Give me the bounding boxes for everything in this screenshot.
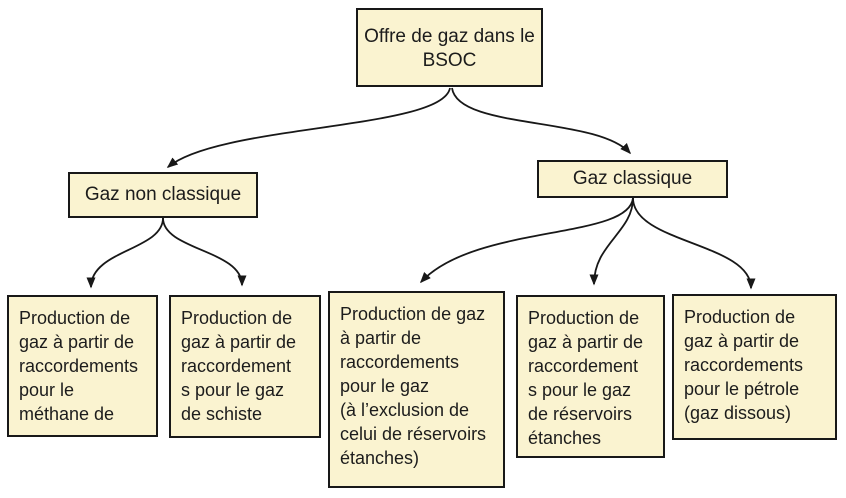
node-gaz-hors-reservoirs-etanches: Production de gaz à partir de raccordeme… [328,291,505,488]
arrow-gaz-classique-to-leaf5 [632,197,756,290]
arrow-gaz-classique-to-leaf4 [589,197,634,286]
arrow-root-to-gaz-classique [451,87,632,155]
node-gaz-non-classique: Gaz non classique [68,172,258,218]
arrow-gaz-non-classique-to-leaf1 [86,217,164,289]
node-gaz-reservoirs-etanches: Production de gaz à partir de raccordeme… [516,295,665,458]
node-offre-de-gaz-bsoc: Offre de gaz dans le BSOC [356,8,543,87]
arrow-gaz-classique-to-leaf3 [419,197,634,284]
node-petrole-gaz-dissous: Production de gaz à partir de raccordeme… [672,294,837,440]
node-gaz-classique: Gaz classique [537,160,728,198]
arrow-root-to-gaz-non-classique [166,87,451,168]
arrow-gaz-non-classique-to-leaf2 [162,217,247,287]
node-methane: Production de gaz à partir de raccordeme… [7,295,158,437]
node-gaz-de-schiste: Production de gaz à partir de raccordeme… [169,295,321,438]
